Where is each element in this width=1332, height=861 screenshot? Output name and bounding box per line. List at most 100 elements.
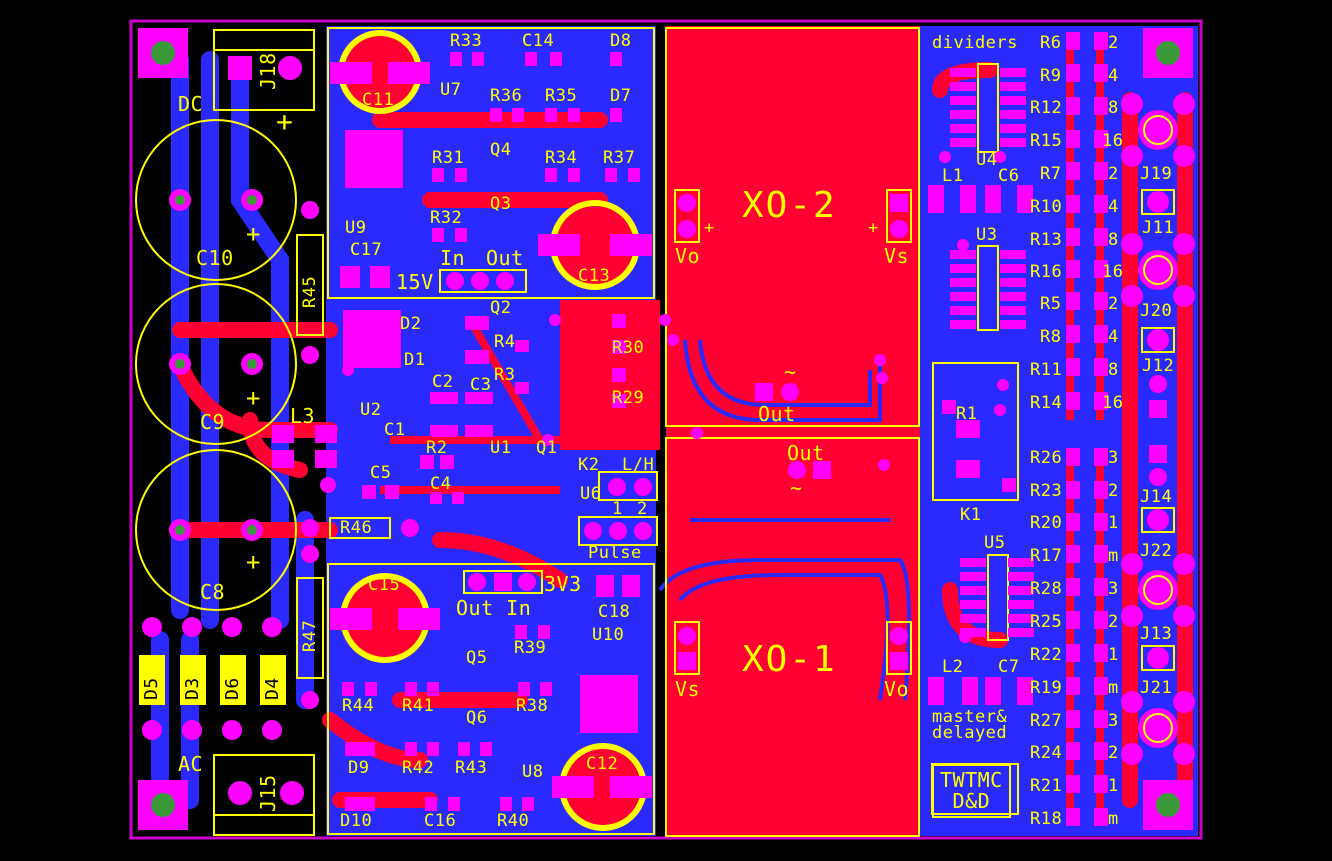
cap-label-c2: C2 (432, 372, 454, 392)
resistor-label-r39: R39 (514, 638, 547, 658)
transistor-label-q5: Q5 (466, 648, 488, 668)
divider-row-6-val: 8 (1108, 230, 1119, 250)
logo-line1: TWTMC (940, 768, 1003, 792)
resistor-label-r37: R37 (603, 148, 636, 168)
transistor-label-q1: Q1 (536, 438, 558, 458)
master-row-11-val: m (1108, 809, 1119, 829)
master-row-2-ref: R20 (1030, 513, 1063, 533)
divider-row-1-ref: R9 (1040, 66, 1062, 86)
in-label-top: In (440, 246, 466, 270)
diode-label-d3: D3 (182, 677, 203, 700)
divider-row-1-val: 4 (1108, 66, 1119, 86)
resistor-label-r40: R40 (497, 811, 530, 831)
xo1-vs-label: Vs (675, 677, 701, 701)
mounting-holes (138, 28, 1193, 830)
cap-label-c10: C10 (196, 246, 234, 270)
master-row-9-val: 2 (1108, 743, 1119, 763)
cap-label-c6: C6 (998, 166, 1020, 186)
ic-label-u10: U10 (592, 625, 625, 645)
transistor-label-q6: Q6 (466, 708, 488, 728)
master-row-6-val: 1 (1108, 645, 1119, 665)
xo2-tilde: ~ (784, 360, 797, 384)
divider-row-11-val: 16 (1102, 393, 1124, 413)
plus-c10: + (246, 220, 261, 248)
cap-label-c15: C15 (368, 575, 401, 595)
resistor-label-r31: R31 (432, 148, 465, 168)
master-row-9-ref: R24 (1030, 743, 1063, 763)
resistor-label-r43: R43 (455, 758, 488, 778)
diode-label-d8: D8 (610, 31, 632, 51)
divider-row-9-val: 4 (1108, 327, 1119, 347)
master-row-7-val: m (1108, 678, 1119, 698)
ic-label-u8: U8 (522, 762, 544, 782)
out-label-top: Out (486, 246, 524, 270)
diode-label-d9: D9 (348, 758, 370, 778)
dc-label: DC (178, 92, 204, 116)
ic-label-u7: U7 (440, 80, 462, 100)
divider-row-8-val: 2 (1108, 294, 1119, 314)
master-row-8-ref: R27 (1030, 711, 1063, 731)
master-row-10-val: 1 (1108, 776, 1119, 796)
resistor-label-r46: R46 (340, 518, 373, 538)
resistor-label-r4: R4 (494, 332, 516, 352)
divider-row-11-ref: R14 (1030, 393, 1063, 413)
xo1-title: XO-1 (742, 639, 837, 680)
master-row-7-ref: R19 (1030, 678, 1063, 698)
ic-label-u2: U2 (360, 400, 382, 420)
inductor-label-l3: L3 (290, 404, 316, 428)
plus-j18: + (276, 105, 295, 138)
connector-label-j21: J21 (1140, 678, 1173, 698)
diode-label-d5: D5 (141, 677, 162, 700)
resistor-label-r32: R32 (430, 208, 463, 228)
divider-row-10-val: 8 (1108, 360, 1119, 380)
divider-row-3-ref: R15 (1030, 131, 1063, 151)
divider-row-4-val: 2 (1108, 164, 1119, 184)
master-row-11-ref: R18 (1030, 809, 1063, 829)
electrolytic-caps (338, 30, 647, 831)
master-row-5-ref: R25 (1030, 612, 1063, 632)
divider-row-9-ref: R8 (1040, 327, 1062, 347)
master-row-1-val: 2 (1108, 481, 1119, 501)
cap-label-c3: C3 (470, 375, 492, 395)
cap-label-c1: C1 (384, 420, 406, 440)
plus-c8: + (246, 548, 261, 576)
connector-label-j11: J11 (1142, 218, 1175, 238)
pulse-label: Pulse (588, 543, 642, 563)
master-row-6-ref: R22 (1030, 645, 1063, 665)
board-outline (129, 19, 1203, 840)
resistor-label-r34: R34 (545, 148, 578, 168)
resistor-label-r47: R47 (300, 619, 320, 652)
master-row-5-val: 2 (1108, 612, 1119, 632)
divider-row-0-val: 2 (1108, 33, 1119, 53)
master-row-2-val: 1 (1108, 513, 1119, 533)
diode-label-d2: D2 (400, 314, 422, 334)
smd-pads (340, 52, 640, 811)
ic-label-u1: U1 (490, 438, 512, 458)
connector-label-j15: J15 (256, 774, 280, 812)
ic-label-u4: U4 (976, 150, 998, 170)
cap-label-c17: C17 (350, 240, 383, 260)
logo-line2: D&D (952, 789, 991, 813)
master-row-0-ref: R26 (1030, 448, 1063, 468)
diode-label-d7: D7 (610, 86, 632, 106)
master-row-4-ref: R28 (1030, 579, 1063, 599)
cap-label-c18: C18 (598, 602, 631, 622)
diode-label-d4: D4 (262, 677, 283, 700)
divider-row-2-val: 8 (1108, 98, 1119, 118)
divider-row-6-ref: R13 (1030, 230, 1063, 250)
out-in-label: Out In (456, 596, 532, 620)
divider-row-4-ref: R7 (1040, 164, 1062, 184)
v3v3-label: 3V3 (544, 572, 582, 596)
resistor-label-r33: R33 (450, 31, 483, 51)
divider-row-7-val: 16 (1102, 262, 1124, 282)
ic-label-u5: U5 (984, 533, 1006, 553)
cap-label-c5: C5 (370, 463, 392, 483)
ic-label-u3: U3 (976, 225, 998, 245)
ac-label: AC (178, 752, 204, 776)
xo1-vo-label: Vo (884, 677, 910, 701)
xo2-plus-vs: + (868, 218, 879, 238)
resistor-label-r44: R44 (342, 696, 375, 716)
cap-label-c14: C14 (522, 31, 555, 51)
resistor-label-r29: R29 (612, 388, 645, 408)
transistor-label-q4: Q4 (490, 140, 512, 160)
